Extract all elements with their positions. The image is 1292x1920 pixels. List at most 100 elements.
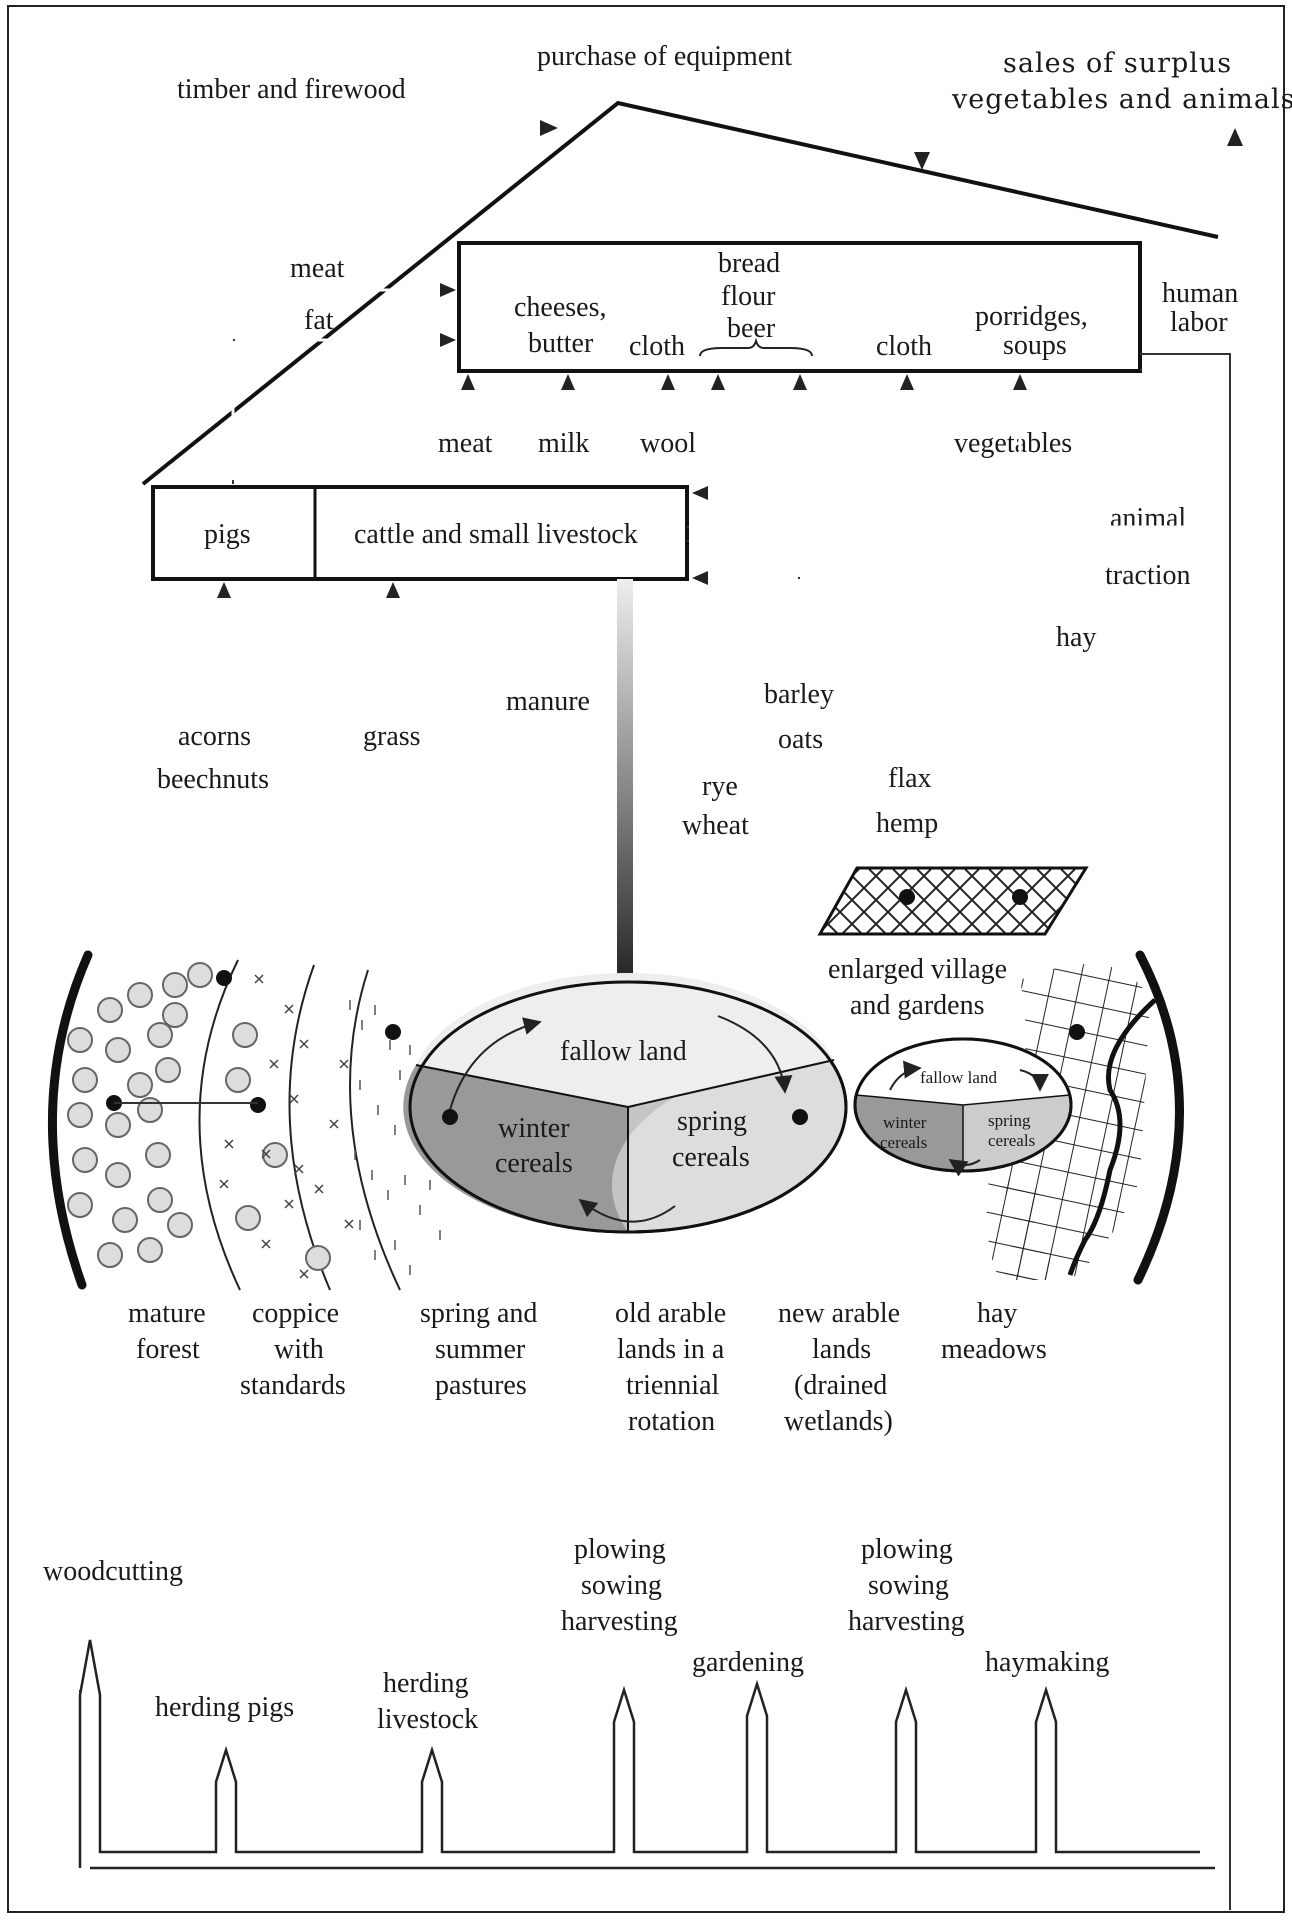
hay-label: hay <box>1056 622 1096 653</box>
spring-label-1: spring <box>677 1106 747 1137</box>
pigs-label: pigs <box>204 519 251 550</box>
forest-boundary-3 <box>349 969 401 1291</box>
milk-label: milk <box>538 428 589 459</box>
livestock-up-arrows <box>461 374 675 484</box>
woodcutting-label: woodcutting <box>43 1556 183 1587</box>
beechnuts-label: beechnuts <box>157 764 269 795</box>
rye-label: rye <box>702 771 738 802</box>
fallow-label: fallow land <box>560 1036 687 1067</box>
svg-text:sowing: sowing <box>868 1570 949 1601</box>
zone-label-forest: mature forest <box>128 1298 206 1365</box>
svg-text:new arable: new arable <box>778 1298 900 1329</box>
sales-arrow-icon <box>1227 128 1243 146</box>
cloth-right-label: cloth <box>876 331 932 362</box>
haymaking-label: haymaking <box>985 1647 1109 1678</box>
flax-label: flax <box>888 763 932 794</box>
beer-label: beer <box>727 313 776 344</box>
forest-boundary-2 <box>288 964 331 1291</box>
svg-text:lands in a: lands in a <box>617 1334 725 1365</box>
manure-arrow <box>617 579 633 1020</box>
vegetables-label: vegetables <box>954 428 1072 459</box>
svg-text:spring and: spring and <box>420 1298 537 1329</box>
stream <box>1067 998 1157 1276</box>
small-winter-label-1: winter <box>883 1113 927 1132</box>
small-rotation-field <box>853 1037 1073 1177</box>
labor-calendar-line <box>78 1639 1200 1868</box>
zone-label-old-arable: old arable lands in a triennial rotation <box>615 1298 726 1437</box>
plowing-label-1: plowing sowing harvesting <box>561 1534 678 1637</box>
svg-text:coppice: coppice <box>252 1298 339 1329</box>
svg-text:plowing: plowing <box>574 1534 666 1565</box>
svg-text:harvesting: harvesting <box>561 1606 678 1637</box>
forest-boundary-1 <box>198 959 241 1291</box>
bread-label: bread <box>718 248 780 279</box>
timber-arrow-icon <box>540 120 558 136</box>
svg-text:standards: standards <box>240 1370 346 1401</box>
meat-arrow-upper-icon <box>440 283 456 297</box>
zone-label-new-arable: new arable lands (drained wetlands) <box>778 1298 900 1437</box>
sales-label-1: sales of surplus <box>1003 48 1232 79</box>
acorns-label: acorns <box>178 721 251 752</box>
svg-text:sowing: sowing <box>581 1570 662 1601</box>
purchase-pipe <box>826 52 923 162</box>
svg-text:harvesting: harvesting <box>848 1606 965 1637</box>
svg-text:rotation: rotation <box>628 1406 715 1437</box>
wool-label: wool <box>640 428 696 459</box>
outer-frame <box>7 5 1285 1913</box>
herding-livestock-label-2: livestock <box>377 1704 478 1735</box>
village-label-1: enlarged village <box>828 954 1007 985</box>
svg-text:summer: summer <box>435 1334 526 1365</box>
bread-brace <box>699 337 813 357</box>
meat-lower-label: meat <box>438 428 493 459</box>
fat-arrow-icon <box>440 333 456 347</box>
small-spring-label-2: cereals <box>988 1131 1035 1150</box>
wheat-label: wheat <box>682 810 749 841</box>
triennial-rotation-field <box>403 972 848 1234</box>
rye-dot <box>442 1109 458 1125</box>
cheeses-label-1: cheeses, <box>514 292 607 323</box>
timber-label: timber and firewood <box>177 74 406 105</box>
zone-label-hay: hay meadows <box>941 1298 1047 1365</box>
hay-arrow-icon <box>692 486 708 500</box>
manure-label: manure <box>506 686 590 717</box>
village-label-2: and gardens <box>850 990 985 1021</box>
cattle-label: cattle and small livestock <box>354 519 638 550</box>
coppice-dot <box>250 1097 266 1113</box>
small-winter-label-2: cereals <box>880 1133 927 1152</box>
svg-text:meadows: meadows <box>941 1334 1047 1365</box>
zone-label-coppice: coppice with standards <box>240 1298 346 1401</box>
plowing-label-2: plowing sowing harvesting <box>848 1534 965 1637</box>
hay-meadow-grid-2 <box>990 1170 1070 1280</box>
sales-pipe <box>1140 140 1236 264</box>
svg-text:hay: hay <box>977 1298 1017 1329</box>
household-box <box>457 241 1142 373</box>
gardening-label: gardening <box>692 1647 804 1678</box>
svg-text:forest: forest <box>136 1334 200 1365</box>
svg-text:pastures: pastures <box>435 1370 527 1401</box>
human-label-2: labor <box>1170 307 1228 338</box>
small-fallow-label: fallow land <box>920 1068 997 1087</box>
hay-dot <box>1069 1024 1085 1040</box>
svg-text:lands: lands <box>812 1334 871 1365</box>
animal-label: animal <box>1110 503 1186 534</box>
zone-label-pastures: spring and summer pastures <box>420 1298 537 1401</box>
acorns-dot <box>216 970 232 986</box>
village-gardens <box>817 866 1089 936</box>
livestock-box <box>151 485 689 581</box>
svg-text:mature: mature <box>128 1298 206 1329</box>
porridges-label-1: porridges, <box>975 301 1088 332</box>
barley-dot <box>792 1109 808 1125</box>
svg-text:wetlands): wetlands) <box>784 1406 893 1437</box>
household-roof <box>141 100 1219 486</box>
meat-upper-label: meat <box>290 253 345 284</box>
traction-label: traction <box>1105 560 1191 591</box>
human-labor-pipe <box>1140 353 1231 1910</box>
purchase-label: purchase of equipment <box>537 41 792 72</box>
herding-pigs-label: herding pigs <box>155 1692 294 1723</box>
flour-label: flour <box>721 281 776 312</box>
sales-label-2: vegetables and animals <box>951 84 1292 115</box>
spring-label-2: cereals <box>672 1142 750 1173</box>
grass-dot <box>385 1024 401 1040</box>
svg-text:old arable: old arable <box>615 1298 726 1329</box>
